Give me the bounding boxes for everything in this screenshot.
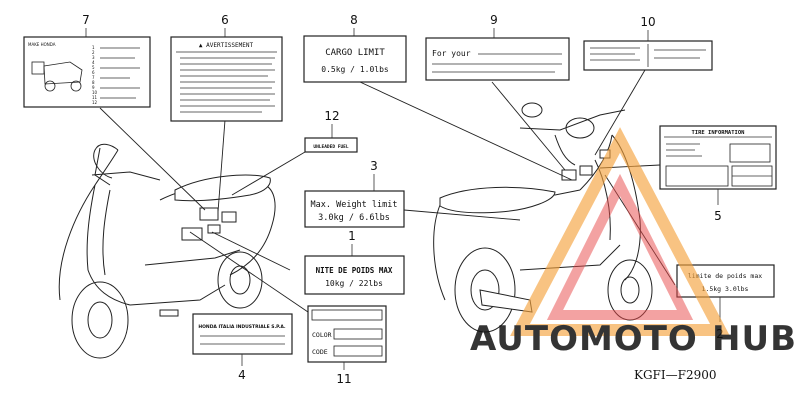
label-color-code: COLOR CODE 11 <box>307 305 387 386</box>
limite-small-line2: 1.5kg 3.0lbs <box>702 285 749 293</box>
unleaded-fuel-text: UNLEADED FUEL <box>313 144 349 150</box>
watermark-text-part1: AUTOMOTO <box>470 319 698 359</box>
label-tire-information: TIRE INFORMATION 5 <box>659 125 777 223</box>
tire-information-title: TIRE INFORMATION <box>692 130 745 136</box>
callout-number-4: 4 <box>238 368 246 382</box>
svg-text:5: 5 <box>92 65 95 70</box>
callout-number-6: 6 <box>221 13 229 27</box>
svg-text:12: 12 <box>92 100 98 105</box>
svg-text:1: 1 <box>92 45 95 50</box>
svg-text:4: 4 <box>92 60 95 65</box>
callout-number-3: 3 <box>370 159 378 173</box>
label-limite-de-poids-max: 1 NITE DE POIDS MAX 10kg / 22lbs <box>304 229 405 295</box>
label-avertissement: 6 ▲ AVERTISSEMENT <box>170 13 283 122</box>
max-weight-line1: Max. Weight limit <box>311 200 398 210</box>
color-field-label: COLOR <box>312 331 332 339</box>
label-cargo-limit: 8 CARGO LIMIT 0.5kg / 1.0lbs <box>303 13 407 83</box>
for-your-text: For your <box>432 49 471 58</box>
make-honda-title: MAKE HONDA <box>28 42 56 47</box>
callout-number-10: 10 <box>640 15 655 29</box>
svg-text:8: 8 <box>92 80 95 85</box>
svg-text:6: 6 <box>92 70 95 75</box>
max-weight-line2: 3.0kg / 6.6lbs <box>318 213 390 223</box>
svg-text:3: 3 <box>92 55 95 60</box>
callout-number-5: 5 <box>714 209 722 223</box>
limite-poids-line1: NITE DE POIDS MAX <box>316 266 393 275</box>
callout-number-11: 11 <box>336 372 351 386</box>
svg-text:7: 7 <box>92 75 95 80</box>
limite-small-line1: limite de poids max <box>688 272 762 280</box>
label-max-weight-limit: 3 Max. Weight limit 3.0kg / 6.6lbs <box>304 159 405 228</box>
cargo-limit-line1: CARGO LIMIT <box>325 48 385 58</box>
cargo-limit-line2: 0.5kg / 1.0lbs <box>321 65 389 74</box>
callout-number-9: 9 <box>490 13 498 27</box>
callout-number-1: 1 <box>348 229 356 243</box>
make-honda-list: 1 2 3 4 5 6 7 8 9 10 11 12 <box>92 45 140 105</box>
diagram-code: KGFI—F2900 <box>634 368 716 382</box>
svg-text:9: 9 <box>92 85 95 90</box>
callout-number-12: 12 <box>324 109 339 123</box>
label-unleaded-fuel: 12 UNLEADED FUEL <box>304 109 358 153</box>
label-honda-italia: HONDA ITALIA INDUSTRIALE S.P.A. 4 <box>192 313 293 382</box>
svg-text:11: 11 <box>92 95 98 100</box>
watermark-triangle-icon <box>510 127 730 336</box>
label-for-your: 9 For your <box>425 13 570 81</box>
code-field-label: CODE <box>312 348 328 356</box>
watermark-text-part2: HUB <box>712 319 797 359</box>
callout-number-7: 7 <box>82 13 90 27</box>
svg-text:2: 2 <box>92 50 95 55</box>
svg-text:10: 10 <box>92 90 98 95</box>
honda-italia-text: HONDA ITALIA INDUSTRIALE S.P.A. <box>198 324 286 330</box>
callout-number-8: 8 <box>350 13 358 27</box>
limite-poids-line2: 10kg / 22lbs <box>325 279 383 288</box>
label-make-honda: 7 MAKE HONDA 1 2 3 4 5 6 7 8 9 10 11 12 <box>23 13 151 108</box>
scooter-pictogram-icon <box>31 61 83 92</box>
left-scooter-illustration <box>58 143 276 359</box>
label-10: 10 <box>583 15 713 71</box>
avertissement-title: ▲ AVERTISSEMENT <box>199 42 254 49</box>
automotohub-watermark: AUTOMOTO HUB <box>470 127 797 359</box>
